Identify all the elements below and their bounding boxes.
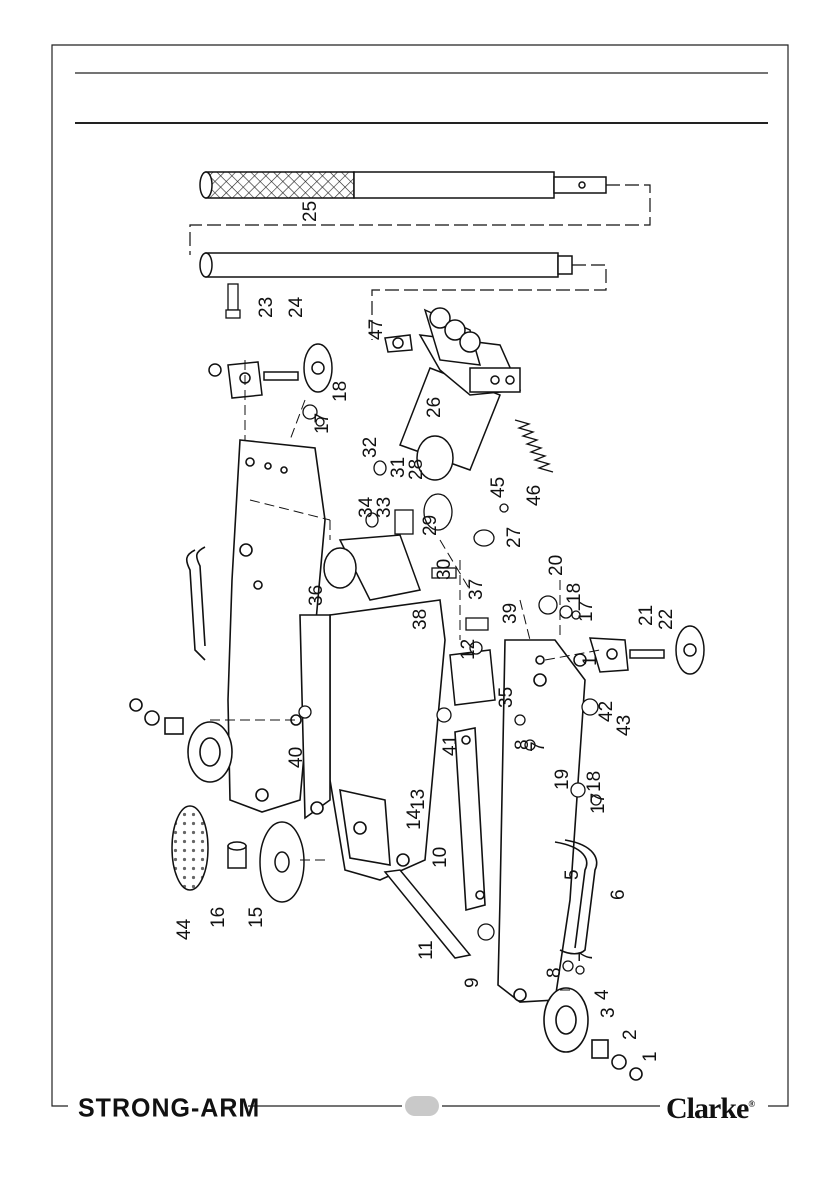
wheel-left: [130, 699, 232, 782]
part-label-37: 37: [466, 579, 487, 600]
part-label-44: 44: [174, 918, 195, 940]
part-label-31: 31: [388, 457, 409, 478]
brand-name: Clarke: [666, 1092, 748, 1125]
part-label-30: 30: [434, 559, 455, 580]
part-label-41: 41: [440, 735, 461, 756]
part-label-12: 12: [458, 639, 479, 660]
part-label-18: 18: [564, 583, 585, 604]
part-label-47: 47: [366, 319, 387, 340]
brand-logo-right: Clarke®: [666, 1092, 754, 1126]
part-label-1b: 1: [580, 655, 601, 666]
handle-lower: [200, 253, 572, 277]
part-label-8b: 8: [512, 739, 533, 750]
part-label-16: 16: [208, 907, 229, 928]
part-label-18b: 18: [330, 381, 351, 402]
part-label-22: 22: [656, 609, 677, 630]
caster-rear: [209, 344, 332, 398]
part-label-40: 40: [286, 747, 307, 768]
part-label-39: 39: [500, 603, 521, 624]
part-label-10: 10: [430, 847, 451, 868]
part-label-38: 38: [410, 609, 431, 630]
part-label-17b: 17: [312, 413, 333, 434]
part-label-2: 2: [620, 1029, 641, 1040]
part-label-29: 29: [420, 515, 441, 536]
part-label-6: 6: [608, 889, 629, 900]
part-label-17c: 17: [588, 793, 609, 814]
part-label-5: 5: [562, 869, 583, 880]
part-label-23: 23: [256, 297, 277, 318]
part-label-1: 1: [640, 1051, 661, 1062]
part-label-45: 45: [488, 477, 509, 498]
brand-mark: ®: [748, 1099, 754, 1109]
part-label-21: 21: [636, 605, 657, 626]
handle-upper: [200, 172, 606, 198]
part-label-7: 7: [576, 951, 597, 962]
part-label-11: 11: [416, 940, 437, 960]
part-label-8: 8: [544, 967, 565, 978]
part-label-20: 20: [546, 555, 567, 576]
part-label-13: 13: [408, 789, 429, 810]
part-label-43: 43: [614, 715, 635, 736]
part-label-27: 27: [504, 527, 525, 548]
brand-logo-left: STRONG-ARM: [78, 1093, 260, 1123]
part-label-4: 4: [592, 989, 613, 1000]
part-label-32: 32: [360, 437, 381, 458]
part-label-28: 28: [406, 459, 427, 480]
part-label-19: 19: [552, 769, 573, 790]
bolt-23: [226, 284, 240, 318]
part-label-34: 34: [356, 496, 377, 518]
part-label-35: 35: [496, 687, 517, 708]
part-label-26: 26: [424, 397, 445, 418]
part-label-9: 9: [462, 977, 483, 988]
side-handle-left: [187, 547, 205, 660]
part-label-14: 14: [404, 808, 425, 830]
part-label-3: 3: [598, 1007, 619, 1018]
page-number-pill: [405, 1096, 439, 1116]
part-label-24: 24: [286, 296, 307, 318]
saddle-parts: [172, 806, 304, 902]
part-label-15: 15: [246, 907, 267, 928]
part-label-25: 25: [300, 201, 321, 222]
spring-46: [515, 420, 553, 472]
pump-assembly: [385, 308, 520, 480]
part-label-18c: 18: [584, 771, 605, 792]
part-label-46: 46: [524, 485, 545, 506]
part-label-36: 36: [306, 585, 327, 606]
part-label-33: 33: [374, 497, 395, 518]
